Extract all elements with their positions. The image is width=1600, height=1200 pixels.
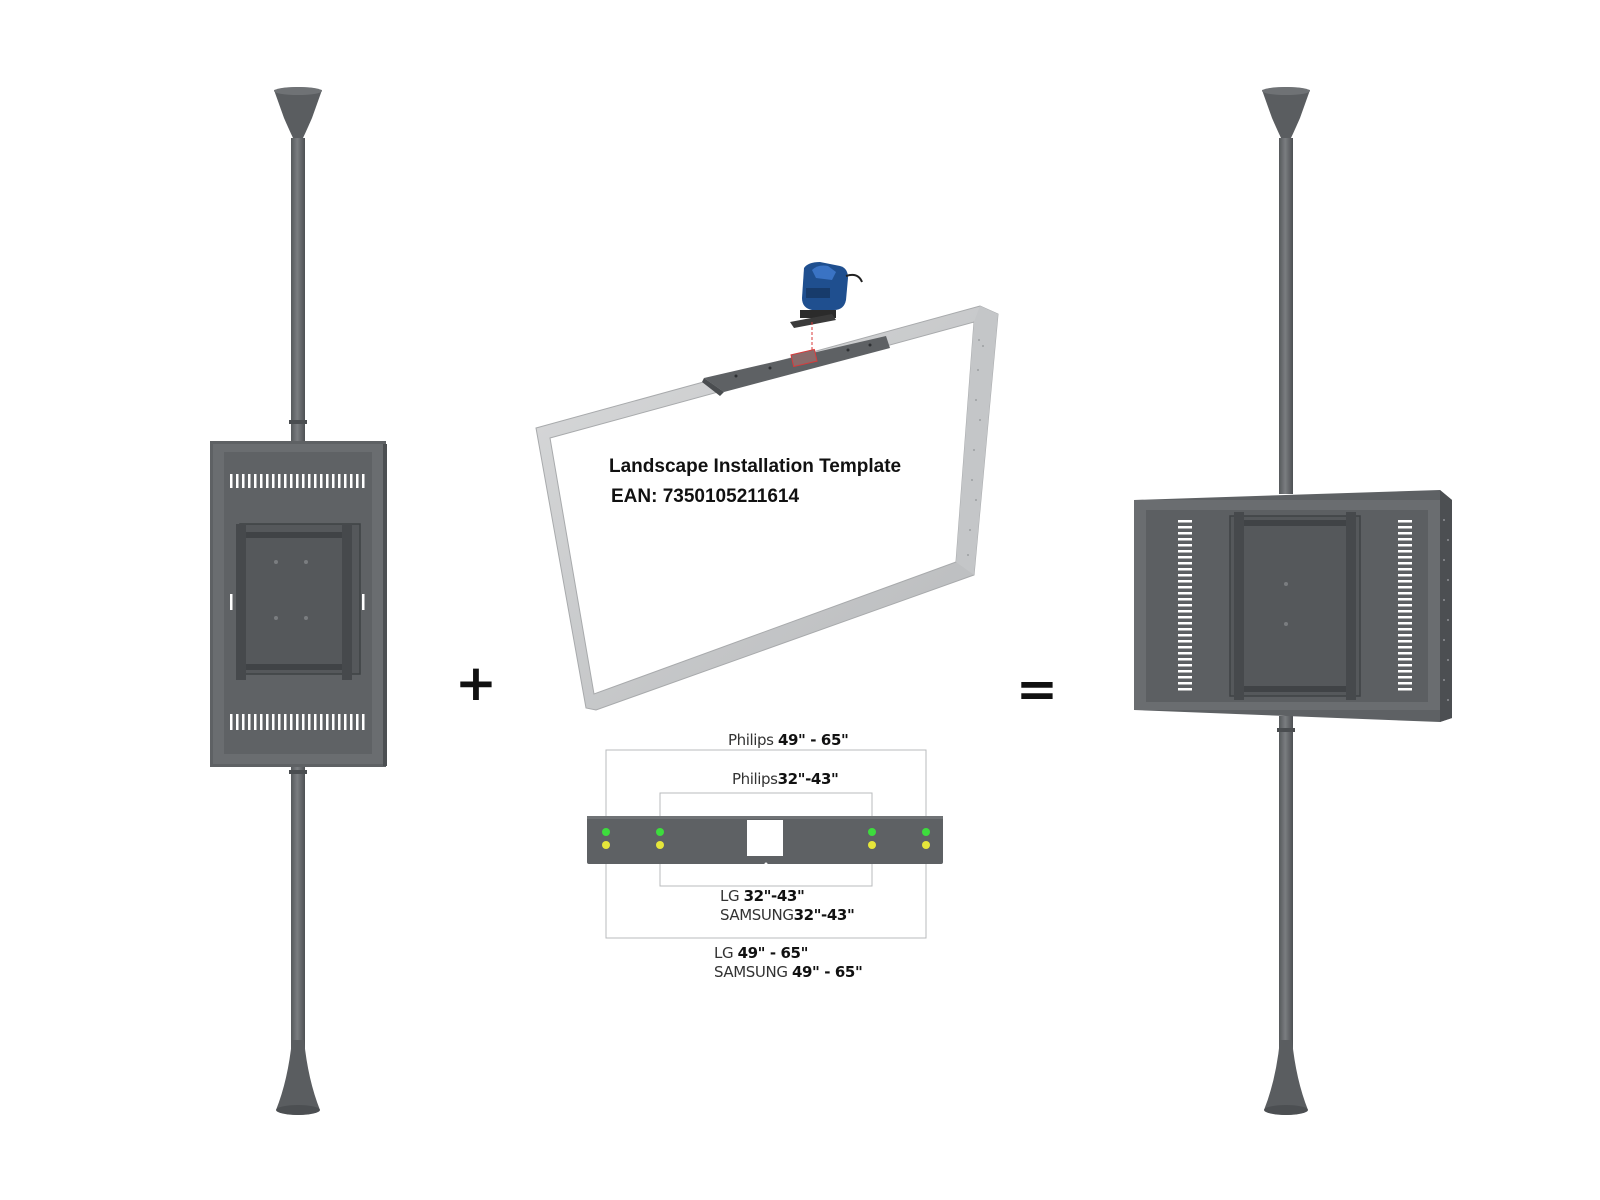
right-ceiling-cap xyxy=(1262,87,1310,140)
portrait-vesa-bracket xyxy=(236,523,361,680)
dim-samsung-large-size: 49" - 65" xyxy=(791,963,863,981)
left-pole-assembly xyxy=(210,87,387,1115)
dim-lg-large-brand: LG xyxy=(714,944,734,962)
dim-samsung-large: SAMSUNG 49" - 65" xyxy=(714,963,863,981)
dim-philips-small-brand: Philips xyxy=(732,770,778,788)
dim-lg-large-size: 49" - 65" xyxy=(737,944,809,962)
jigsaw-icon xyxy=(790,262,863,350)
dim-lg-small-size: 32"-43" xyxy=(743,887,805,905)
plus-operator: + xyxy=(455,654,497,712)
dim-philips-small-size: 32"-43" xyxy=(777,770,839,788)
right-floor-base xyxy=(1264,1040,1308,1115)
right-upper-pole xyxy=(1279,138,1293,494)
dim-samsung-small-brand: SAMSUNG xyxy=(720,906,794,924)
template-title: Landscape Installation Template xyxy=(609,456,902,477)
dim-philips-large-size: 49" - 65" xyxy=(777,731,849,749)
dim-philips-small: Philips32"-43" xyxy=(732,770,839,788)
equals-operator: = xyxy=(1016,660,1058,718)
dim-philips-large: Philips 49" - 65" xyxy=(728,731,849,749)
left-upper-pole xyxy=(291,138,305,444)
left-floor-base xyxy=(276,1040,320,1115)
dim-lg-large: LG 49" - 65" xyxy=(714,944,808,962)
portrait-enclosure xyxy=(210,441,387,767)
template-top-plate xyxy=(702,336,890,396)
dim-philips-large-brand: Philips xyxy=(728,731,774,749)
bracket-holes xyxy=(602,828,930,849)
dim-samsung-small-size: 32"-43" xyxy=(793,906,855,924)
dim-lg-small: LG 32"-43" xyxy=(720,887,805,905)
dim-lg-small-brand: LG xyxy=(720,887,740,905)
mounting-bracket xyxy=(587,749,943,939)
right-pole-assembly xyxy=(1134,87,1452,1115)
cutout-template-frame xyxy=(535,305,999,711)
dim-samsung-large-brand: SAMSUNG xyxy=(714,963,788,981)
landscape-vesa-bracket xyxy=(1229,512,1361,700)
landscape-enclosure xyxy=(1134,490,1452,722)
right-lower-pole xyxy=(1279,716,1293,1060)
left-ceiling-cap xyxy=(274,87,322,140)
left-lower-pole xyxy=(291,760,305,1060)
dim-samsung-small: SAMSUNG32"-43" xyxy=(720,906,855,924)
template-ean: EAN: 7350105211614 xyxy=(611,486,800,507)
